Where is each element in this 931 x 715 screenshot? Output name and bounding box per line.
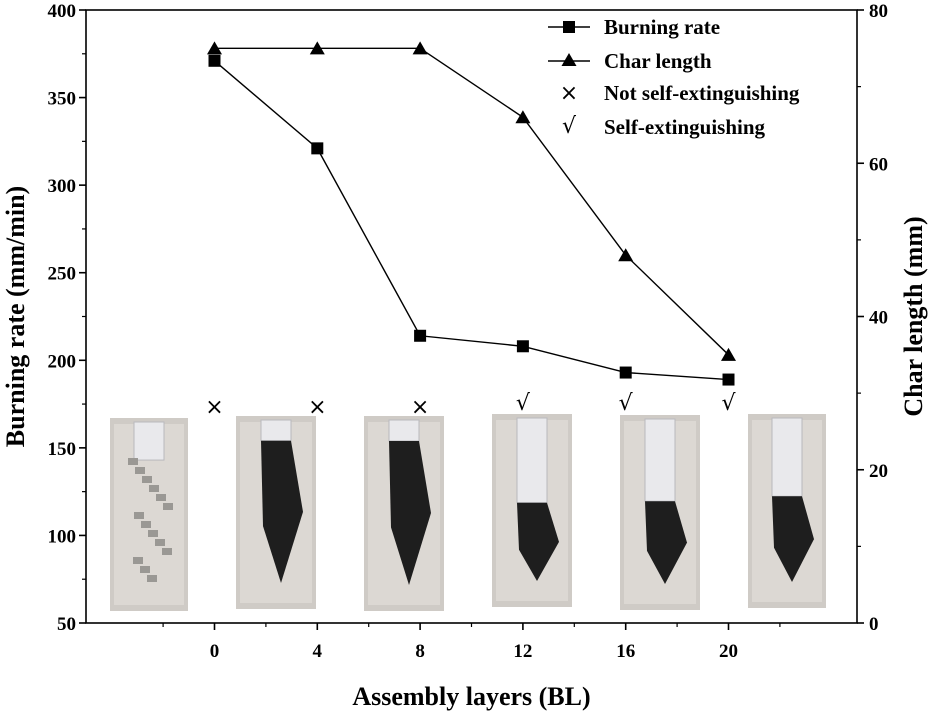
y-axis-title: Burning rate (mm/min) — [1, 186, 30, 447]
char-length-point — [309, 41, 325, 55]
charred-strip — [261, 440, 303, 583]
y2-tick-label: 60 — [869, 154, 888, 175]
char-fragment — [147, 575, 157, 582]
series-layer: × × × √ √ √ — [205, 41, 736, 420]
char-fragment — [148, 530, 158, 537]
char-length-point — [515, 110, 531, 124]
y2-tick-label: 20 — [869, 461, 888, 482]
y-tick-label: 200 — [48, 351, 77, 372]
legend-cross-symbol: × — [560, 81, 578, 106]
fabric-strip — [644, 418, 676, 502]
series-line-burning-rate — [214, 60, 729, 381]
self-extinguishing-mark: √ — [516, 391, 531, 416]
char-length-point — [207, 41, 222, 55]
sample-photo — [236, 416, 316, 609]
char-fragment — [140, 566, 150, 573]
char-fragment — [149, 485, 159, 492]
y2-tick-label: 80 — [869, 1, 888, 22]
legend-triangle-marker — [561, 53, 577, 66]
sample-photo — [748, 414, 826, 608]
char-fragment — [133, 557, 143, 564]
y-tick-label: 50 — [57, 614, 76, 635]
self-extinguishing-mark: √ — [721, 391, 736, 416]
char-fragment — [128, 458, 138, 465]
fabric-strip — [516, 417, 548, 504]
legend-label-self-extinguishing: Self-extinguishing — [604, 115, 766, 139]
legend-label-char-length: Char length — [604, 49, 712, 73]
y2-tick-label: 0 — [869, 614, 879, 635]
char-fragment — [142, 476, 152, 483]
charred-strip — [389, 441, 431, 585]
charred-strip — [517, 502, 559, 581]
char-fragment — [156, 494, 166, 501]
legend-square-marker — [563, 21, 575, 33]
fabric-strip — [771, 417, 803, 497]
x-tick-label: 20 — [719, 641, 738, 662]
charred-strip — [645, 501, 687, 584]
x-tick-label: 0 — [210, 641, 220, 662]
char-fragment — [162, 548, 172, 555]
legend-check-symbol: √ — [562, 114, 577, 139]
fabric-strip — [260, 419, 292, 442]
x-tick-label: 8 — [415, 641, 425, 662]
self-extinguishing-mark: √ — [619, 391, 634, 416]
x-tick-label: 12 — [513, 641, 532, 662]
sample-photo — [110, 418, 188, 611]
burning-rate-point — [516, 340, 529, 353]
char-fragment — [155, 539, 165, 546]
burning-rate-point — [722, 373, 735, 386]
not-self-extinguishing-mark: × — [411, 395, 429, 420]
y-tick-label: 150 — [48, 439, 77, 460]
y-tick-label: 350 — [48, 89, 77, 110]
char-length-point — [618, 248, 634, 262]
not-self-extinguishing-mark: × — [308, 395, 326, 420]
sample-photo — [364, 416, 444, 611]
y2-tick-label: 40 — [869, 308, 888, 329]
char-length-point — [721, 347, 736, 361]
x-tick-label: 4 — [313, 641, 323, 662]
y-tick-label: 300 — [48, 176, 77, 197]
x-axis-title: Assembly layers (BL) — [352, 682, 590, 711]
sample-photos — [110, 414, 826, 611]
burning-rate-point — [619, 366, 632, 379]
char-fragment — [141, 521, 151, 528]
charred-strip — [772, 496, 814, 582]
sample-photo — [492, 414, 572, 607]
char-fragment — [163, 503, 173, 510]
y2-axis-title: Char length (mm) — [899, 216, 928, 416]
y-tick-label: 100 — [48, 526, 77, 547]
char-fragment — [134, 512, 144, 519]
fabric-strip — [388, 419, 420, 442]
burning-rate-point — [208, 54, 221, 67]
burning-rate-point — [311, 142, 324, 155]
y-tick-label: 400 — [48, 1, 77, 22]
burning-rate-point — [414, 329, 427, 342]
not-self-extinguishing-mark: × — [205, 395, 223, 420]
legend-label-burning-rate: Burning rate — [604, 15, 720, 39]
y-tick-label: 250 — [48, 264, 77, 285]
fabric-strip — [133, 421, 165, 461]
series-line-char-length — [214, 47, 729, 356]
char-length-point — [412, 41, 428, 55]
legend-label-not-self-extinguishing: Not self-extinguishing — [604, 81, 800, 105]
char-fragment — [135, 467, 145, 474]
x-tick-label: 16 — [616, 641, 635, 662]
sample-photo — [620, 415, 700, 610]
